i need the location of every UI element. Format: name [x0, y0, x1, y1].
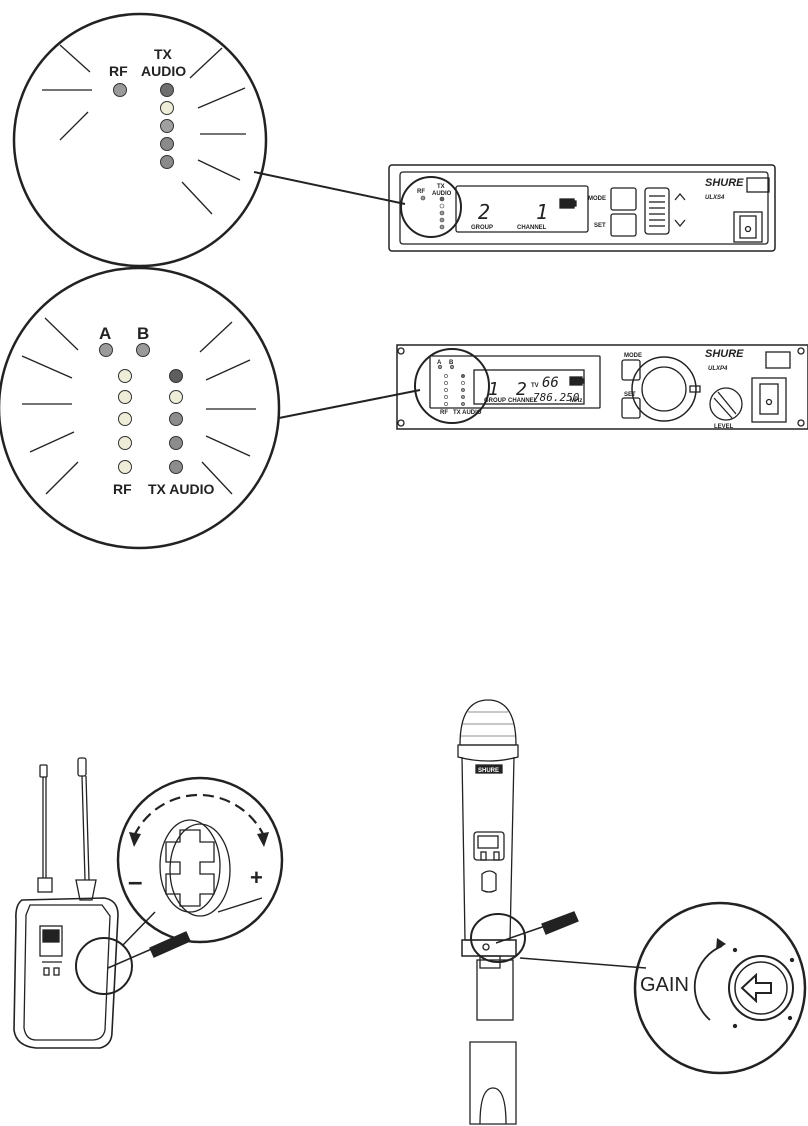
zoom-circle-ulxp4 [0, 268, 279, 548]
ulxp4-tv-value: 66 [542, 375, 559, 391]
rf-label-mid: RF [113, 481, 132, 497]
ulxp4-tx-audio: TX AUDIO [453, 410, 482, 416]
ulxs4-model: ULXS4 [705, 195, 725, 201]
gain-plus: + [250, 865, 263, 890]
ulxp4-a: A [437, 360, 442, 366]
ulxp4-brand: SHURE [705, 348, 744, 360]
gain-zoom-bodypack [118, 778, 282, 942]
ulxp4-group-label: GROUP [484, 398, 506, 404]
top-leds [114, 84, 174, 169]
b-label: B [137, 324, 149, 343]
rf-label: RF [109, 63, 128, 79]
ulxp4-rf: RF [440, 410, 448, 416]
tx-label: TX [154, 46, 173, 62]
ulxs4-set-label: SET [594, 223, 606, 229]
bodypack-transmitter [14, 758, 118, 1048]
ulxp4-channel-value: 2 [516, 379, 527, 400]
ulxp4-mode-label: MODE [624, 353, 642, 359]
mid-leds [100, 344, 183, 474]
ulxp4-channel-label: CHANNEL [508, 398, 538, 404]
ulxs4-tx: TX [437, 184, 445, 190]
gain-minus: – [128, 866, 142, 896]
ulxs4-brand: SHURE [705, 177, 744, 189]
tx-audio-label-mid: TX AUDIO [148, 481, 214, 497]
ulxp4-leds [438, 365, 464, 405]
gain-label: GAIN [640, 974, 689, 996]
ulxp4-b: B [449, 360, 454, 366]
zoom-circle-ulxs4 [14, 14, 266, 266]
ulxs4-group-value: 2 [478, 200, 490, 224]
ulxp4-mhz: MHz [570, 398, 582, 404]
ulxp4-tv-label: TV [531, 383, 539, 389]
ulxs4-audio: AUDIO [432, 191, 452, 197]
audio-label: AUDIO [141, 63, 186, 79]
ulxp4-level-label: LEVEL [714, 424, 734, 430]
a-label: A [99, 324, 111, 343]
ulxs4-rf: RF [417, 189, 425, 195]
handheld-brand: SHURE [478, 768, 499, 774]
ulxs4-leds [421, 196, 444, 229]
ulxp4-group-value: 1 [488, 379, 499, 400]
handheld-microphone [458, 700, 518, 1124]
ulxp4-model: ULXP4 [708, 366, 728, 372]
ulxs4-group-label: GROUP [471, 225, 493, 231]
ulxs4-channel-label: CHANNEL [517, 225, 547, 231]
ulxs4-channel-value: 1 [536, 200, 548, 224]
screwdriver-bodypack [108, 932, 190, 968]
ulxs4-mode-label: MODE [588, 196, 606, 202]
ulxp4-set-label: SET [624, 392, 636, 398]
ulxp4-receiver [397, 345, 808, 429]
